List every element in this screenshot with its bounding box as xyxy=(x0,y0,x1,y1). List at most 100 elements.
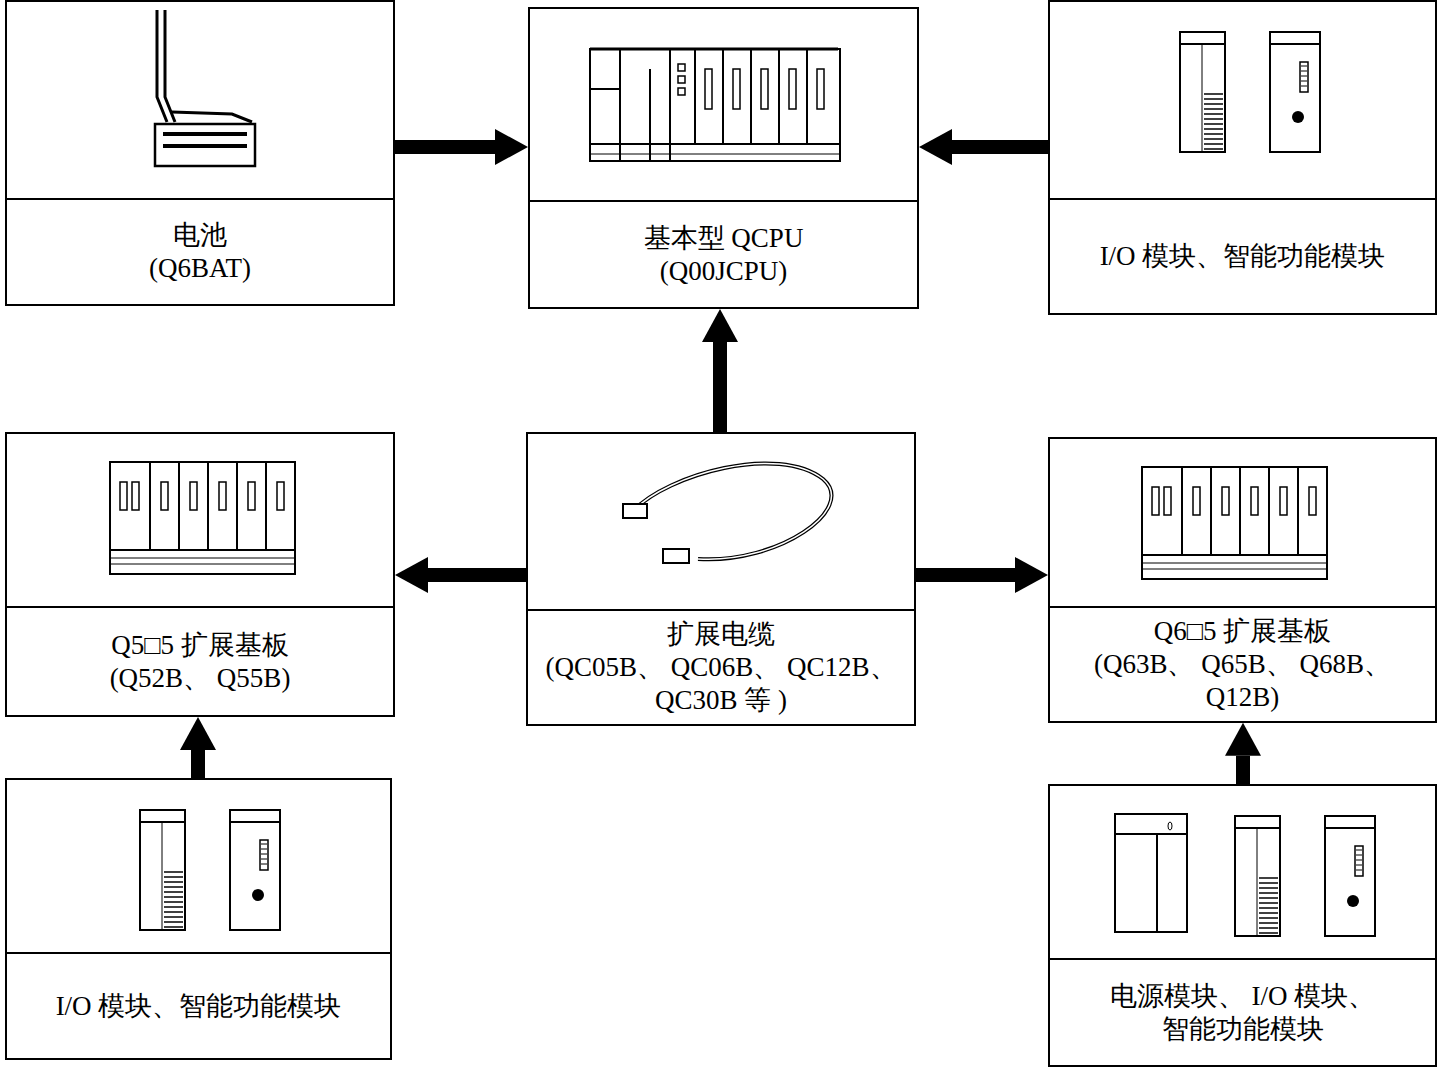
drawing-shape xyxy=(817,69,824,109)
cable-drawing xyxy=(633,463,831,559)
drawing-stroke xyxy=(1142,569,1327,570)
drawing-stroke xyxy=(1301,66,1307,67)
component-box: 电源模块、 I/O 模块、 智能功能模块 xyxy=(1048,784,1437,1067)
drawing-stroke xyxy=(1204,148,1223,150)
connector-arrow xyxy=(713,342,727,432)
connector-arrow xyxy=(916,568,1015,582)
drawing-shape xyxy=(1292,111,1304,123)
drawing-stroke xyxy=(1156,834,1158,932)
component-box: I/O 模块、智能功能模块 xyxy=(1048,0,1437,315)
component-picture xyxy=(7,2,393,198)
drawing-stroke xyxy=(1325,827,1375,829)
drawing-shape xyxy=(1168,822,1172,830)
drawing-stroke xyxy=(1204,108,1223,110)
component-picture xyxy=(1050,2,1435,198)
drawing-stroke xyxy=(110,564,295,565)
drawing-shape xyxy=(1251,487,1258,515)
drawing-stroke xyxy=(165,10,175,122)
drawing-stroke xyxy=(261,859,267,860)
drawing-stroke xyxy=(1259,877,1278,879)
drawing-stroke xyxy=(1301,71,1307,72)
drawing-shape xyxy=(230,810,280,930)
drawing-shape xyxy=(1309,487,1316,515)
drawing-shape xyxy=(248,482,255,510)
drawing-stroke xyxy=(590,48,838,51)
component-box: Q5□5 扩展基板(Q52B、 Q55B) xyxy=(5,432,395,717)
model-number: (QC05B、 QC06B、 QC12B、 QC30B 等 ) xyxy=(538,651,904,717)
drawing-stroke xyxy=(164,881,183,883)
connector-arrow xyxy=(952,140,1048,154)
caption-area: Q6□5 扩展基板(Q63B、 Q65B、 Q68B、 Q12B) xyxy=(1050,606,1435,721)
drawing-stroke xyxy=(1259,907,1278,909)
drawing-stroke xyxy=(1115,833,1187,835)
drawing-stroke xyxy=(1270,43,1320,45)
drawing-stroke xyxy=(164,901,183,903)
drawing-stroke xyxy=(1259,892,1278,894)
drawing-stroke xyxy=(1204,143,1223,145)
drawing-stroke xyxy=(230,821,280,823)
drawing-stroke xyxy=(1268,467,1270,555)
drawing-stroke xyxy=(164,921,183,923)
component-name: I/O 模块、智能功能模块 xyxy=(1100,240,1386,273)
component-box: 电池(Q6BAT) xyxy=(5,0,395,306)
drawing-stroke xyxy=(178,462,180,550)
drawing-stroke xyxy=(590,143,840,145)
drawing-stroke xyxy=(1356,855,1362,856)
drawing-stroke xyxy=(1259,882,1278,884)
drawing-stroke xyxy=(164,871,183,873)
drawing-stroke xyxy=(1142,554,1327,556)
component-box: Q6□5 扩展基板(Q63B、 Q65B、 Q68B、 Q12B) xyxy=(1048,437,1437,723)
drawing-shape xyxy=(678,76,685,83)
component-picture xyxy=(1050,439,1435,606)
drawing-stroke xyxy=(1259,917,1278,919)
drawing-stroke xyxy=(1301,86,1307,87)
drawing-shape xyxy=(1152,487,1159,515)
component-name: 电源模块、 I/O 模块、 智能功能模块 xyxy=(1095,980,1391,1046)
component-name: 扩展电缆 xyxy=(667,618,775,651)
caption-area: 扩展电缆(QC05B、 QC06B、 QC12B、 QC30B 等 ) xyxy=(528,609,914,724)
drawing-stroke xyxy=(1356,870,1362,871)
component-illustration xyxy=(1142,467,1327,579)
drawing-shape xyxy=(663,549,689,563)
drawing-stroke xyxy=(1142,563,1327,564)
drawing-shape xyxy=(155,124,255,166)
component-illustration xyxy=(155,10,255,166)
component-name: I/O 模块、智能功能模块 xyxy=(56,990,342,1023)
drawing-shape xyxy=(161,482,168,510)
model-number: (Q6BAT) xyxy=(149,252,251,285)
drawing-stroke xyxy=(1181,467,1183,555)
drawing-stroke xyxy=(110,549,295,551)
drawing-shape xyxy=(277,482,284,510)
drawing-shape xyxy=(789,69,796,109)
drawing-stroke xyxy=(1301,81,1307,82)
drawing-shape xyxy=(1300,62,1308,92)
drawing-shape xyxy=(761,69,768,109)
drawing-stroke xyxy=(261,854,267,855)
drawing-stroke xyxy=(1204,118,1223,120)
drawing-stroke xyxy=(265,462,267,550)
drawing-shape xyxy=(140,810,185,930)
drawing-shape xyxy=(1180,32,1225,152)
component-picture xyxy=(1050,786,1435,958)
caption-area: 基本型 QCPU(Q00JCPU) xyxy=(530,200,917,307)
component-illustration xyxy=(623,463,831,563)
connector-arrow xyxy=(1236,756,1250,784)
drawing-shape xyxy=(132,482,139,510)
caption-area: I/O 模块、智能功能模块 xyxy=(7,952,390,1058)
drawing-shape xyxy=(110,462,295,574)
component-box: 基本型 QCPU(Q00JCPU) xyxy=(528,7,919,309)
drawing-stroke xyxy=(164,916,183,918)
component-illustration xyxy=(590,49,840,161)
drawing-stroke xyxy=(1239,467,1241,555)
drawing-shape xyxy=(1325,816,1375,936)
drawing-stroke xyxy=(164,896,183,898)
drawing-shape xyxy=(590,49,840,161)
model-number: (Q00JCPU) xyxy=(660,255,788,288)
component-illustration xyxy=(1180,32,1320,152)
drawing-shape xyxy=(260,840,268,870)
drawing-stroke xyxy=(1204,138,1223,140)
connector-arrow xyxy=(395,140,495,154)
component-illustration xyxy=(1115,814,1375,936)
component-illustration xyxy=(140,810,280,930)
